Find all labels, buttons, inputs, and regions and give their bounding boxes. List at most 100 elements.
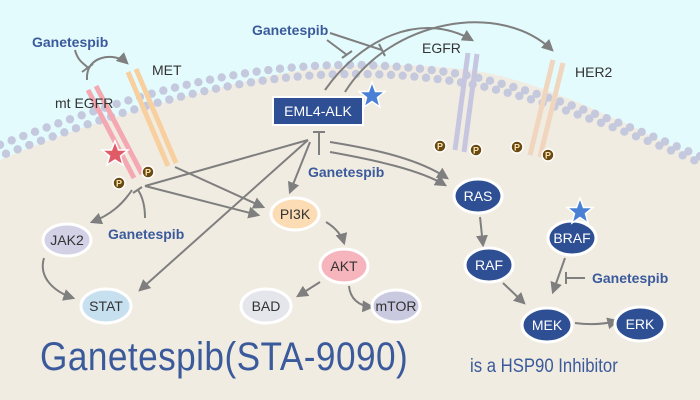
membrane-bead bbox=[631, 132, 641, 141]
membrane-bead bbox=[299, 62, 308, 71]
membrane-bead bbox=[1, 149, 11, 158]
membrane-bead bbox=[625, 123, 635, 132]
phospho-group: P P P P P P bbox=[112, 139, 555, 190]
node-label-ras: RAS bbox=[464, 188, 493, 204]
membrane-bead bbox=[485, 76, 495, 85]
node-stat: STAT bbox=[79, 287, 133, 325]
membrane-bead bbox=[252, 67, 261, 76]
membrane-bead bbox=[427, 65, 436, 75]
label-met: MET bbox=[152, 62, 182, 78]
membrane-bead bbox=[182, 80, 191, 90]
membrane-bead bbox=[316, 70, 326, 80]
node-pi3k: PI3K bbox=[269, 196, 321, 232]
label-her2: HER2 bbox=[575, 64, 613, 80]
node-label-raf: RAF bbox=[475, 257, 503, 273]
membrane-bead bbox=[392, 62, 401, 71]
receptor-egfr bbox=[452, 52, 480, 153]
eml4-alk-fusion: EML4-ALK bbox=[272, 96, 364, 126]
membrane-bead bbox=[217, 73, 226, 82]
membrane-bead bbox=[398, 71, 407, 80]
membrane-bead bbox=[281, 73, 291, 82]
membrane-bead bbox=[275, 64, 285, 73]
drug-label-ganetespib-4: Ganetespib bbox=[108, 226, 184, 242]
membrane-bead bbox=[223, 82, 232, 91]
svg-text:P: P bbox=[145, 168, 151, 178]
inhibit-bar bbox=[81, 63, 94, 73]
membrane-bead bbox=[433, 74, 442, 84]
phospho-icon: P bbox=[541, 148, 555, 162]
phospho-icon: P bbox=[112, 176, 126, 190]
node-braf: BRAF bbox=[546, 219, 598, 257]
membrane-bead bbox=[480, 82, 489, 92]
membrane-bead bbox=[608, 123, 617, 132]
membrane-bead bbox=[620, 127, 629, 136]
arrow-eml4alk-ras-2 bbox=[329, 151, 448, 187]
arrow-eml4alk-her2 bbox=[344, 21, 554, 93]
membrane-bead bbox=[532, 89, 541, 99]
node-jak2: JAK2 bbox=[41, 222, 93, 258]
membrane-bead bbox=[235, 80, 244, 89]
svg-text:P: P bbox=[437, 142, 443, 152]
membrane-bead bbox=[590, 109, 600, 119]
membrane-bead bbox=[450, 69, 460, 78]
node-label-pi3k: PI3K bbox=[280, 206, 311, 222]
page-subtitle: is a HSP90 Inhibitor bbox=[470, 356, 618, 377]
membrane-bead bbox=[404, 63, 413, 72]
membrane-bead bbox=[77, 111, 86, 120]
node-label-braf: BRAF bbox=[553, 230, 590, 246]
membrane-bead bbox=[270, 74, 279, 84]
membrane-bead bbox=[660, 137, 670, 146]
membrane-bead bbox=[410, 72, 419, 81]
membrane-bead bbox=[649, 132, 658, 141]
mutation-star-icon bbox=[99, 138, 131, 167]
membrane-bead bbox=[555, 97, 565, 106]
membrane-bead bbox=[684, 147, 693, 156]
membrane-bead bbox=[369, 61, 378, 70]
membrane-bead bbox=[602, 114, 611, 123]
membrane-bead bbox=[153, 98, 162, 107]
svg-text:P: P bbox=[473, 146, 479, 156]
membrane-bead bbox=[695, 152, 700, 161]
node-akt: AKT bbox=[318, 247, 370, 285]
membrane-bead bbox=[561, 106, 571, 115]
node-mek: MEK bbox=[520, 306, 574, 344]
membrane-bead bbox=[165, 95, 174, 104]
membrane-bead bbox=[375, 70, 384, 79]
node-label-jak2: JAK2 bbox=[50, 232, 84, 248]
drug-label-ganetespib-5: Ganetespib bbox=[592, 270, 668, 286]
membrane-bead bbox=[334, 60, 343, 70]
membrane-bead bbox=[176, 92, 186, 101]
membrane-bead bbox=[497, 79, 506, 88]
membrane-bead bbox=[509, 82, 518, 92]
membrane-bead bbox=[246, 78, 256, 87]
eml4-alk-label: EML4-ALK bbox=[284, 103, 352, 119]
membrane-bead bbox=[229, 71, 238, 80]
arrow-eml4alk-egfr bbox=[324, 27, 475, 91]
membrane-bead bbox=[194, 77, 203, 87]
membrane-bead bbox=[293, 72, 302, 81]
membrane-bead bbox=[200, 86, 209, 96]
membrane-bead bbox=[322, 61, 331, 70]
membrane-bead bbox=[118, 108, 127, 118]
node-label-mek: MEK bbox=[532, 317, 563, 333]
membrane-bead bbox=[287, 63, 296, 72]
membrane-bead bbox=[240, 69, 250, 78]
membrane-bead bbox=[421, 73, 431, 82]
receptor-her2 bbox=[527, 59, 566, 158]
extracellular-space bbox=[0, 0, 700, 160]
membrane-bead bbox=[83, 120, 92, 129]
phospho-icon: P bbox=[141, 165, 155, 179]
node-label-akt: AKT bbox=[330, 258, 358, 274]
membrane-bead bbox=[60, 128, 69, 137]
membrane-bead bbox=[439, 67, 448, 76]
phospho-icon: P bbox=[510, 140, 524, 154]
receptor-met bbox=[125, 68, 179, 167]
membrane-bead bbox=[573, 110, 582, 119]
membrane-bead bbox=[65, 115, 75, 124]
membrane-bead bbox=[71, 124, 81, 133]
membrane-bead bbox=[503, 88, 512, 97]
membrane-bead bbox=[159, 86, 168, 95]
membrane-bead bbox=[19, 131, 28, 141]
node-raf: RAF bbox=[463, 246, 515, 284]
membrane-bead bbox=[567, 101, 576, 110]
